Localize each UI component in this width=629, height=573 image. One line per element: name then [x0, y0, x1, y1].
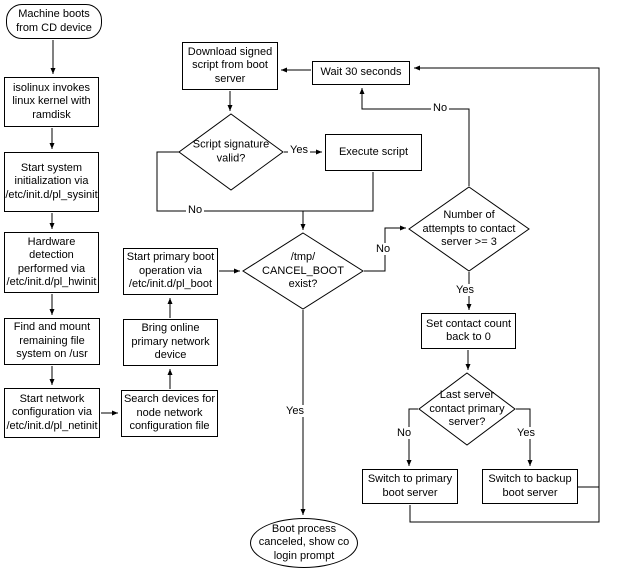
- edge-label-attempts-no: No: [431, 102, 450, 114]
- process-search-devices: Search devices for node network configur…: [121, 390, 218, 437]
- edge-label-signature-no: No: [186, 204, 205, 216]
- edge-label-cancel-no: No: [374, 243, 393, 255]
- decision-attempts-label: Number of attempts to contact server >= …: [422, 208, 516, 248]
- process-find-mount: Find and mount remaining file system on …: [4, 318, 100, 365]
- process-wait-30-seconds: Wait 30 seconds: [312, 61, 410, 85]
- process-hwinit: Hardware detection performed via /etc/in…: [4, 232, 99, 293]
- edge-label-cancel-yes: Yes: [284, 405, 306, 417]
- process-execute-script: Execute script: [325, 134, 422, 171]
- process-pl-boot: Start primary boot operation via /etc/in…: [123, 248, 218, 295]
- process-sysinit: Start system initialization via /etc/ini…: [4, 152, 99, 212]
- decision-script-signature-shape: [178, 113, 284, 191]
- edge-label-signature-yes: Yes: [288, 144, 310, 156]
- process-isolinux: isolinux invokes linux kernel with ramdi…: [4, 77, 99, 127]
- decision-last-server-shape: [418, 372, 516, 446]
- process-switch-backup: Switch to backup boot server: [482, 469, 578, 504]
- decision-cancel-boot-shape: [242, 232, 364, 310]
- decision-cancel-boot-label: /tmp/ CANCEL_BOOT exist?: [262, 250, 344, 290]
- process-set-contact-count: Set contact count back to 0: [421, 313, 516, 349]
- decision-script-signature-label: Script signature valid?: [192, 138, 270, 165]
- process-bring-online: Bring online primary network device: [123, 319, 218, 366]
- process-netinit: Start network configuration via /etc/ini…: [4, 388, 100, 438]
- end-terminator: Boot process canceled, show co login pro…: [250, 518, 358, 568]
- edge-label-last-server-yes: Yes: [515, 427, 537, 439]
- decision-attempts-shape: [408, 186, 530, 272]
- process-switch-primary: Switch to primary boot server: [362, 469, 458, 504]
- connectors: [49, 40, 600, 523]
- edge-label-attempts-yes: Yes: [454, 284, 476, 296]
- decision-last-server-label: Last server contact primary server?: [429, 388, 505, 428]
- start-terminator: Machine boots from CD device: [6, 4, 102, 39]
- edge-label-last-server-no: No: [395, 427, 414, 439]
- process-download-script: Download signed script from boot server: [182, 42, 278, 90]
